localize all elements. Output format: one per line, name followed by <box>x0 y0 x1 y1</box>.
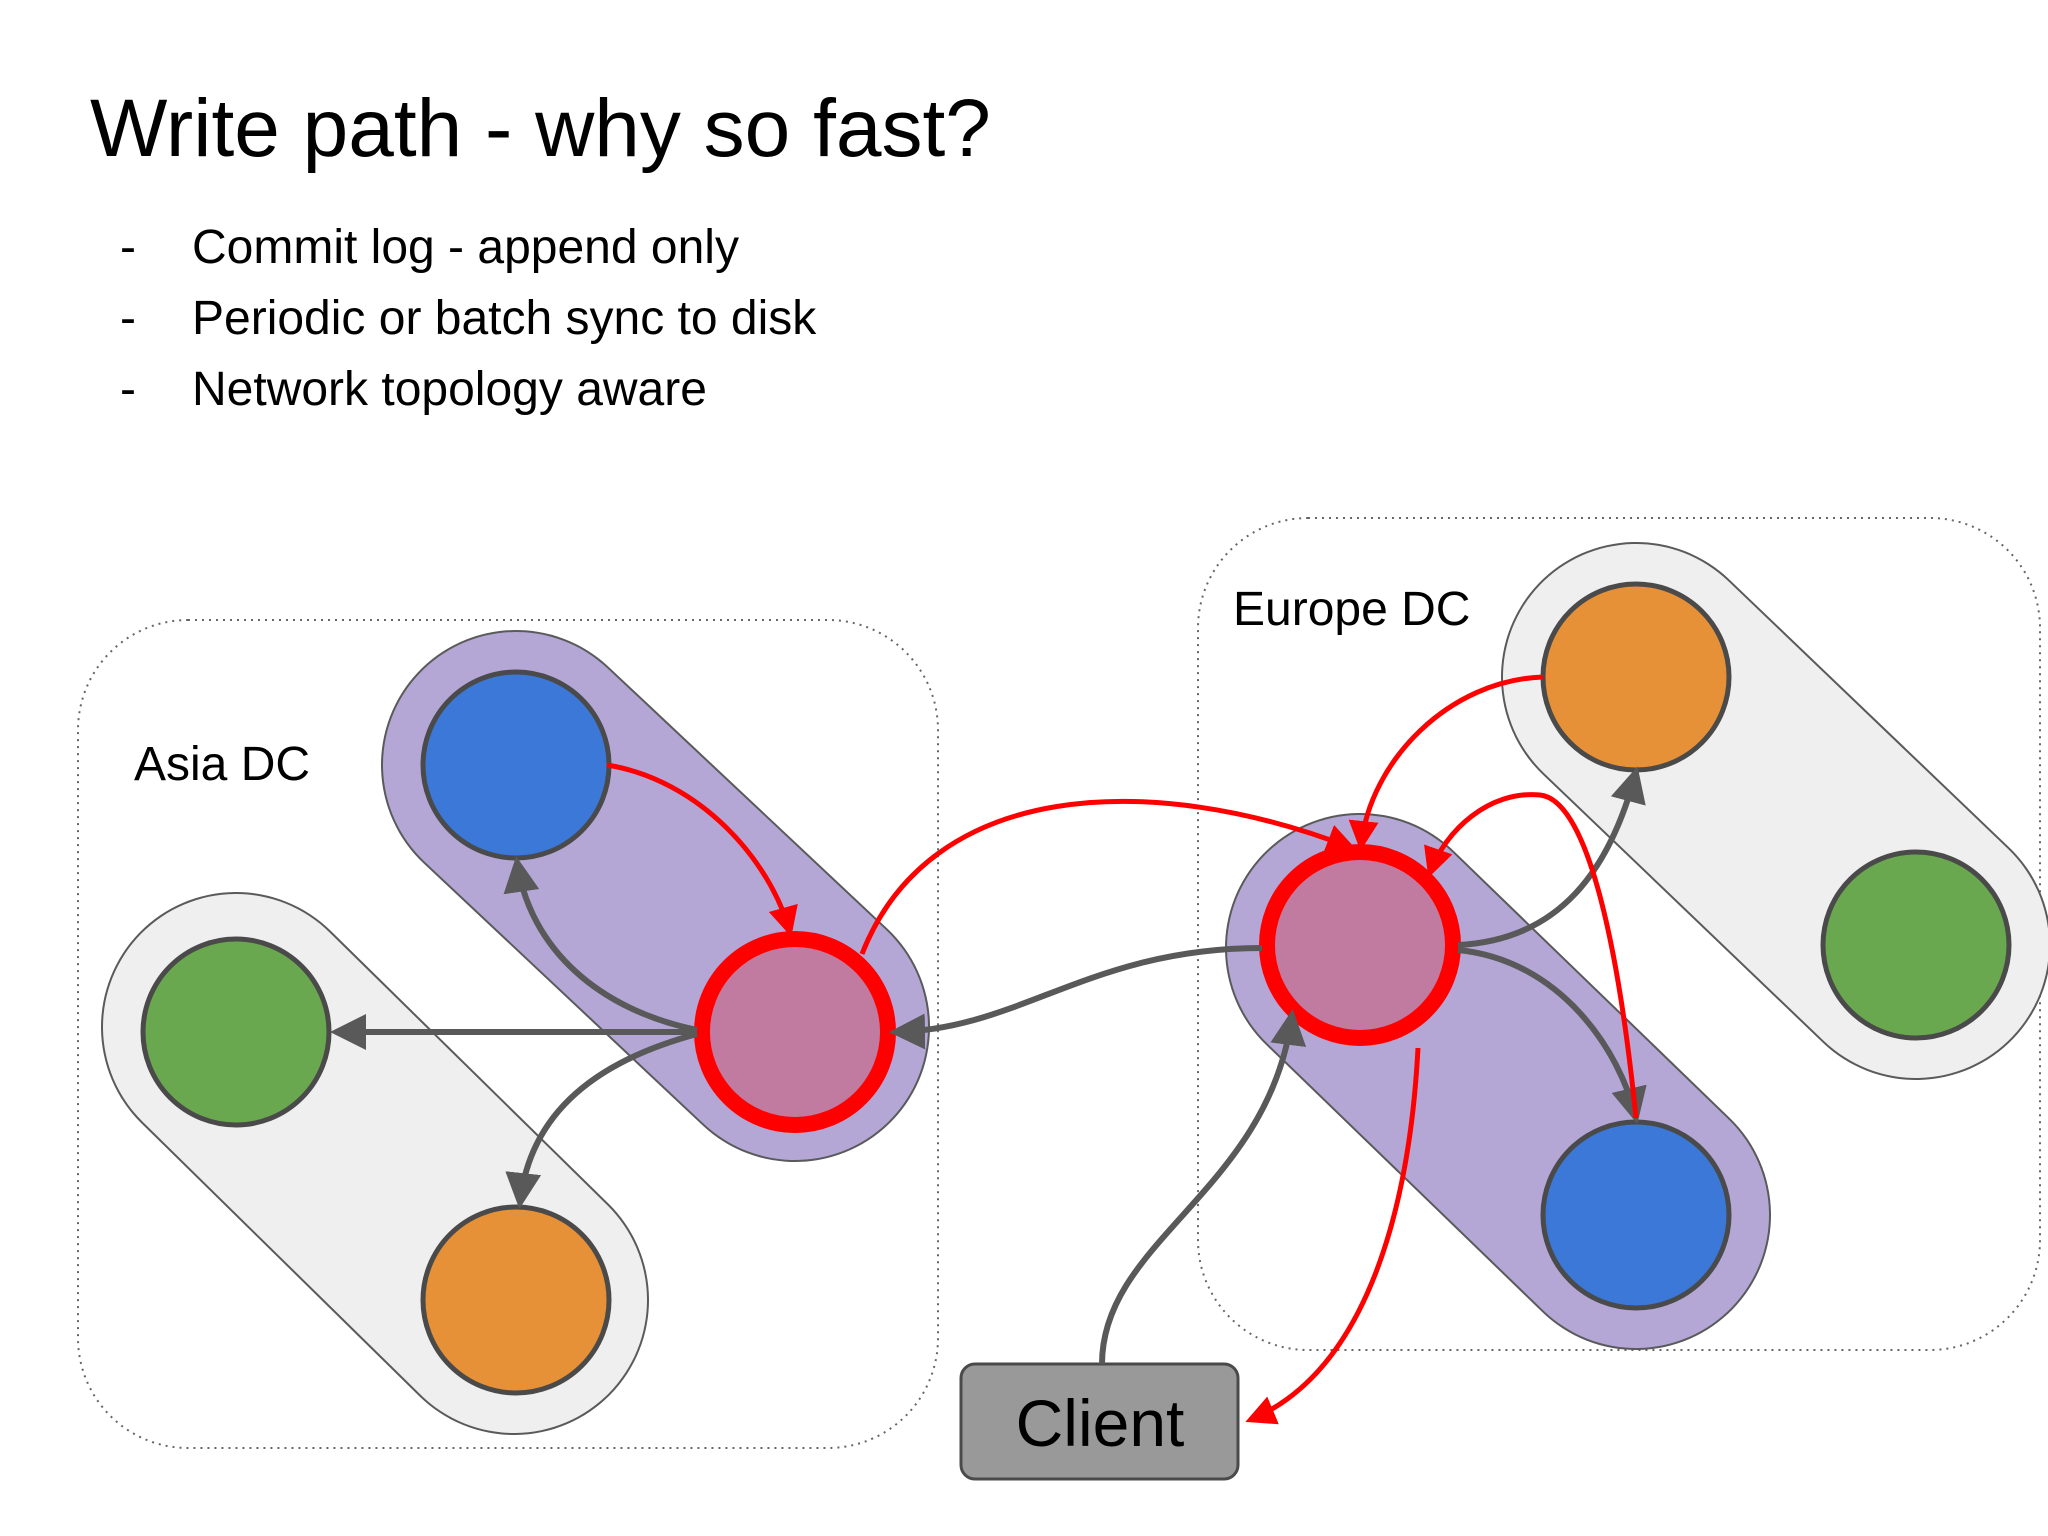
bullet-item: - Commit log - append only <box>120 212 816 283</box>
asia-blue-node <box>420 669 612 861</box>
europe-dc-label: Europe DC <box>1233 583 1470 636</box>
red-arrow-asia-blue-to-coordinator <box>606 762 798 937</box>
asia-orange-node <box>420 1204 612 1396</box>
gray-arrow-europe-coordinator-to-blue <box>1457 947 1647 1124</box>
gray-arrow-asia-coordinator-to-blue <box>503 856 698 1033</box>
asia-coordinator-node <box>694 931 896 1133</box>
slide-title: Write path - why so fast? <box>90 83 991 174</box>
europe-coordinator-node <box>1259 844 1461 1046</box>
bullet-text: Commit log - append only <box>192 221 739 274</box>
europe-orange-node <box>1540 581 1732 773</box>
asia-green-node <box>140 936 332 1128</box>
europe-green-node <box>1820 849 2012 1041</box>
bullet-text: Periodic or batch sync to disk <box>192 292 817 345</box>
bullet-marker: - <box>120 221 136 274</box>
europe-blue-node <box>1540 1119 1732 1311</box>
red-arrow-europe-blue-to-coordinator <box>1424 792 1639 1119</box>
gray-arrow-client-to-europe-coordinator <box>1099 1009 1307 1365</box>
gray-arrow-europe-coordinator-to-orange <box>1457 766 1646 948</box>
red-arrow-asia-coordinator-to-europe <box>859 799 1357 955</box>
bullet-list: - Commit log - append only - Periodic or b… <box>120 212 816 425</box>
bullet-marker: - <box>120 292 136 345</box>
red-arrow-europe-orange-to-coordinator <box>1348 674 1544 851</box>
bullet-marker: - <box>120 363 136 416</box>
bullet-text: Network topology aware <box>192 363 707 416</box>
bullet-item: - Network topology aware <box>120 354 816 425</box>
gray-arrow-asia-coordinator-to-orange <box>505 1031 698 1209</box>
gray-arrow-europe-to-asia-coordinator <box>889 945 1263 1050</box>
red-arrow-europe-coordinator-to-client <box>1245 1047 1421 1425</box>
client-label: Client <box>1016 1386 1185 1460</box>
bullet-item: - Periodic or batch sync to disk <box>120 283 816 354</box>
asia-dc-label: Asia DC <box>134 738 310 791</box>
